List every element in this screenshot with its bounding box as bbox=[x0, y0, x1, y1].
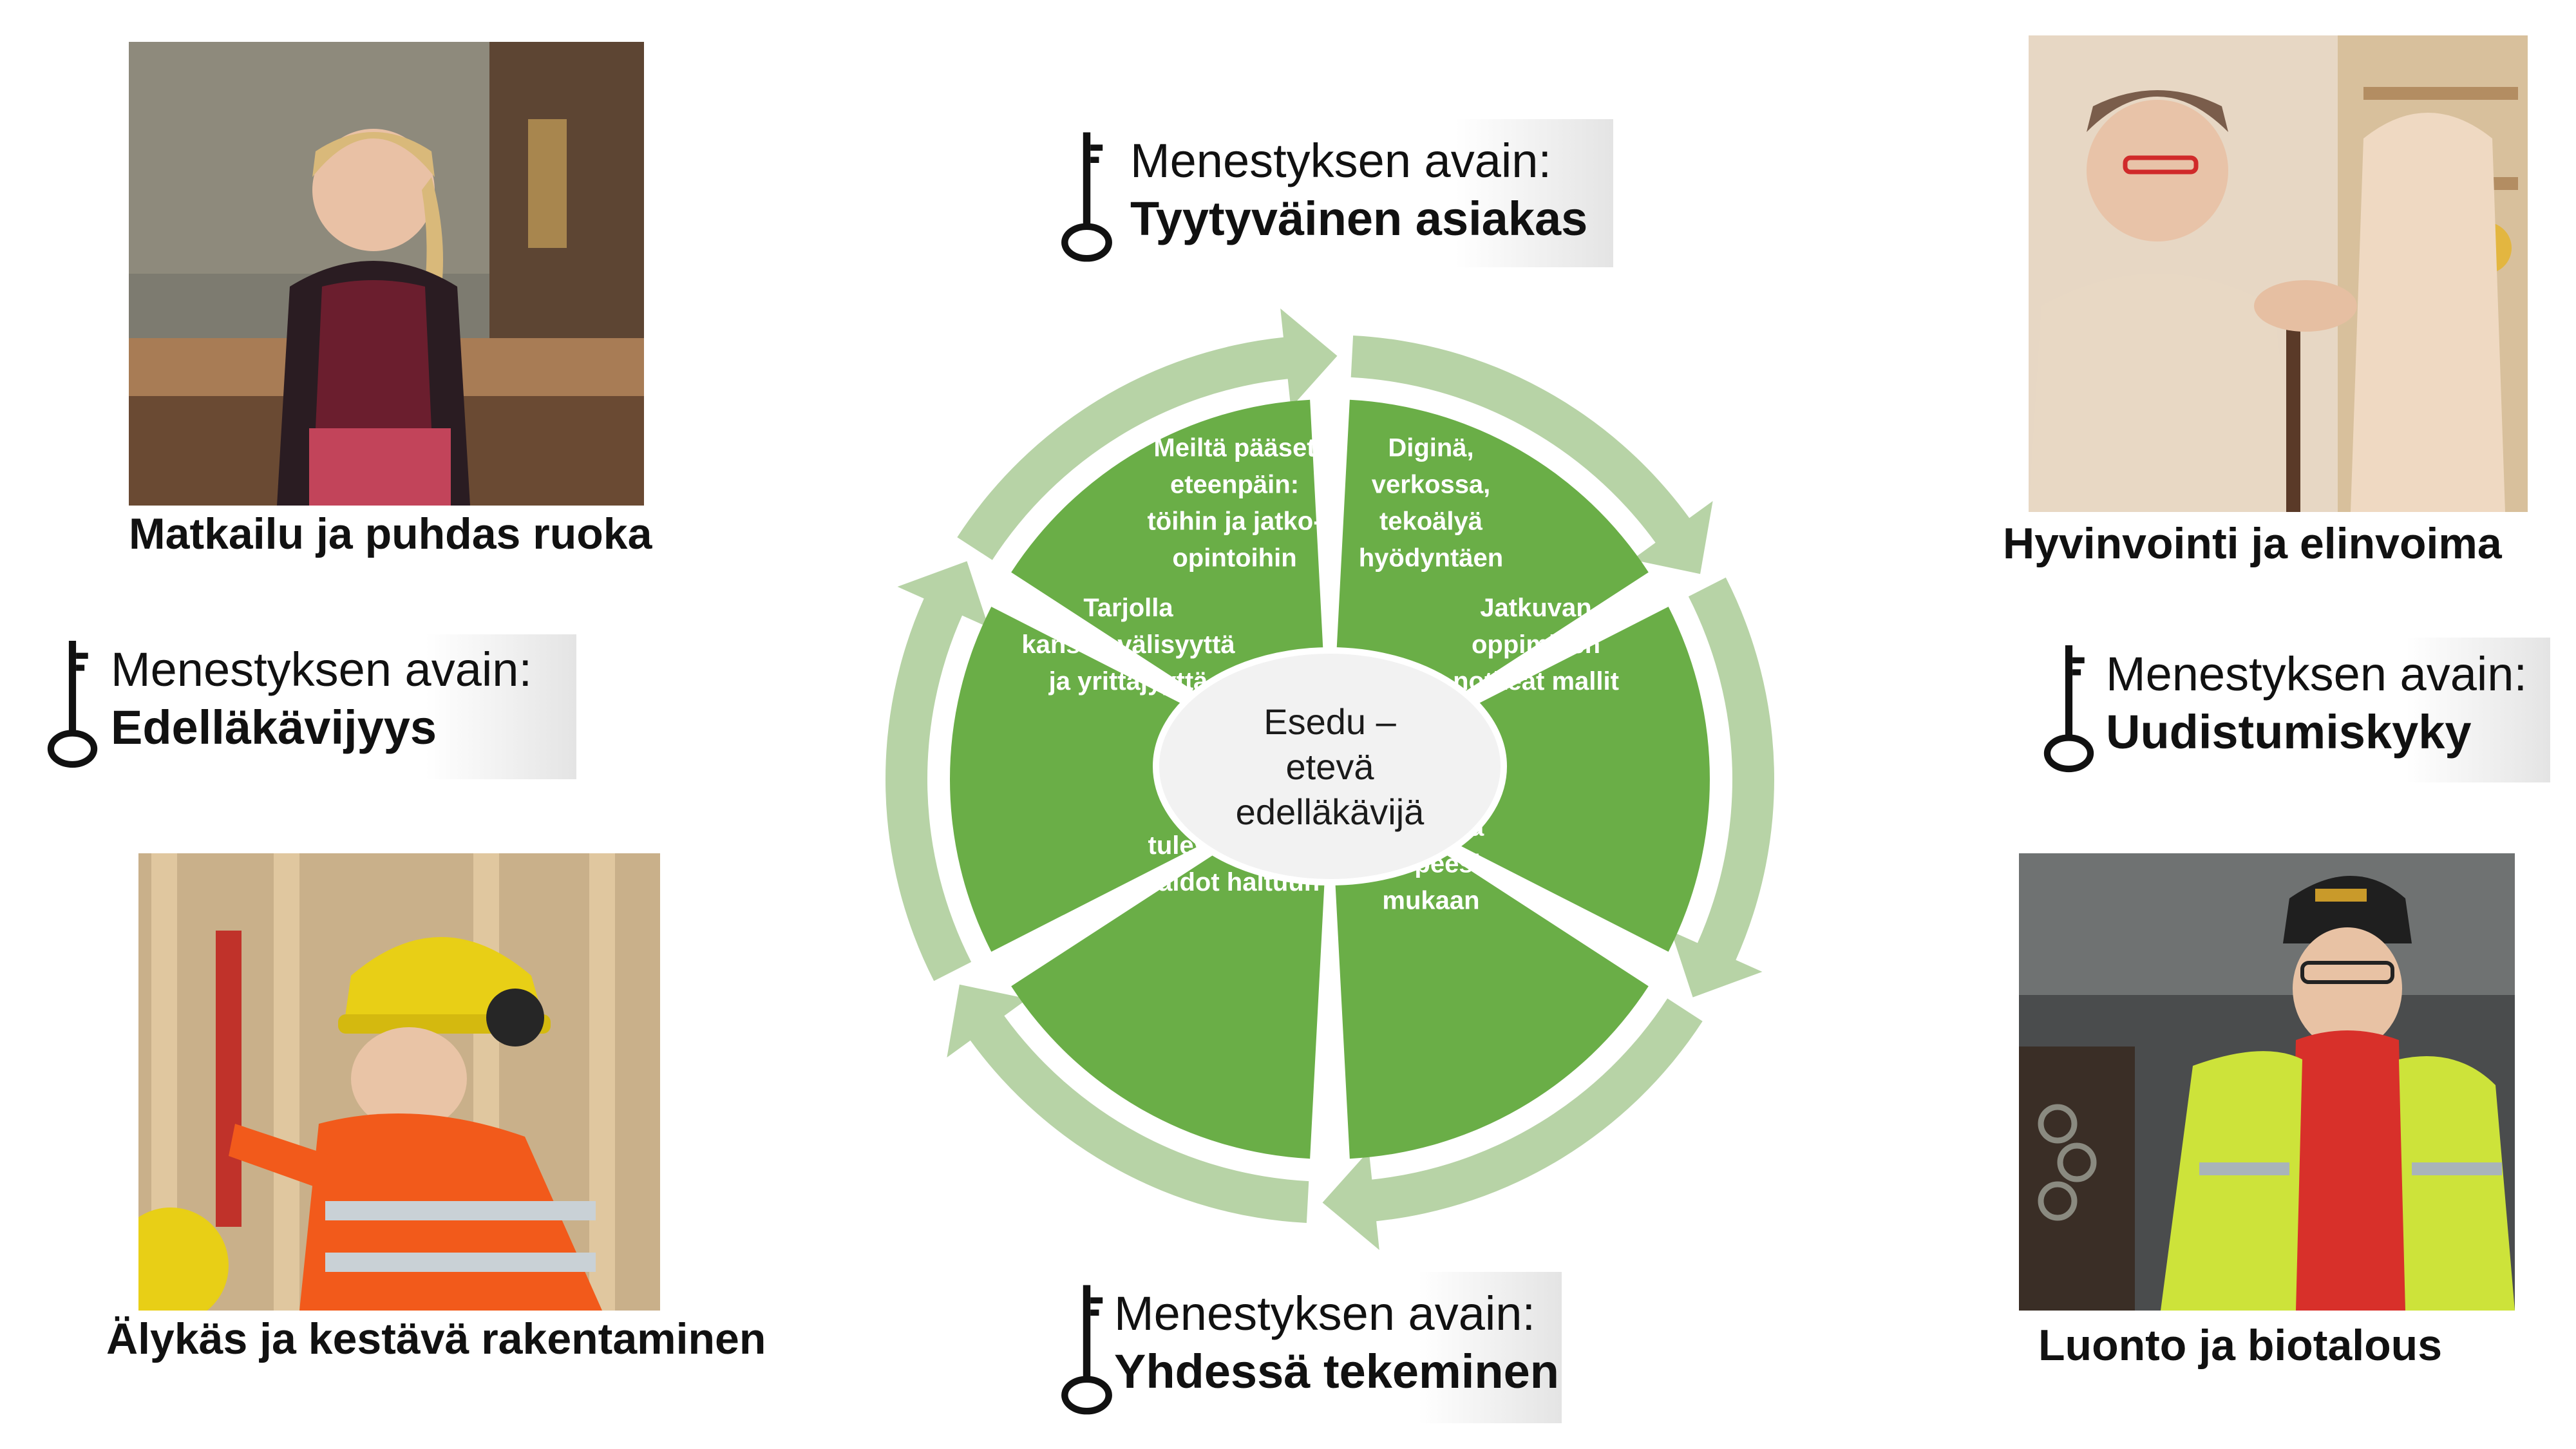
field-caption-wellbeing: Hyvinvointi ja elinvoima bbox=[2003, 519, 2502, 568]
success-key-left: Menestyksen avain: Edelläkävijyys bbox=[39, 634, 576, 779]
segment-text-line: mukaan bbox=[1382, 887, 1479, 915]
ring-arrow bbox=[947, 984, 1309, 1224]
segment-text-line: Tarjolla bbox=[1083, 594, 1173, 622]
success-key-top: Menestyksen avain: Tyytyväinen asiakas bbox=[1050, 119, 1613, 267]
center-text-line: etevä bbox=[1286, 746, 1375, 787]
key-label: Menestyksen avain: bbox=[1130, 134, 1552, 187]
key-icon bbox=[47, 641, 98, 768]
segment-text-line: verkossa, bbox=[1372, 471, 1491, 499]
success-key-right: Menestyksen avain: Uudistumiskyky bbox=[2035, 638, 2550, 782]
ring-arrow bbox=[886, 561, 989, 981]
segment-text-top-right: Diginä, verkossa, tekoälyä hyödyntäen bbox=[1359, 434, 1503, 573]
photo-caregiver-elderly bbox=[2029, 35, 2528, 512]
segment-text-line: notkeat mallit bbox=[1453, 667, 1619, 696]
center-text-line: edelläkävijä bbox=[1236, 791, 1425, 832]
segment-text-top-left: Meiltä pääset eteenpäin: töihin ja jatko-o… bbox=[1147, 434, 1321, 573]
field-caption-construction: Älykäs ja kestävä rakentaminen bbox=[106, 1314, 766, 1363]
photo-construction-worker bbox=[138, 853, 660, 1311]
center-ellipse bbox=[1153, 647, 1507, 886]
ring-arrow bbox=[957, 308, 1338, 560]
segment-bottom-right bbox=[1334, 829, 1649, 1159]
ring-arrow bbox=[1671, 577, 1774, 998]
segment-text-line: Meiltä pääset bbox=[1153, 434, 1315, 462]
segment-bottom-left bbox=[1011, 829, 1325, 1159]
key-icon bbox=[2043, 645, 2094, 773]
strategy-wheel: Meiltä pääset eteenpäin: töihin ja jatko-o… bbox=[886, 308, 1774, 1250]
segment-text-line: eteenpäin: bbox=[1170, 471, 1299, 499]
segment-text-line: Diginä, bbox=[1388, 434, 1473, 462]
key-label: Menestyksen avain: bbox=[2106, 647, 2528, 701]
center-text-line: Esedu – bbox=[1264, 701, 1396, 742]
key-value: Uudistumiskyky bbox=[2106, 705, 2472, 759]
success-key-bottom: Menestyksen avain: Yhdessä tekeminen bbox=[1050, 1272, 1562, 1423]
key-value: Edelläkävijyys bbox=[111, 701, 437, 754]
key-label: Menestyksen avain: bbox=[111, 643, 533, 696]
key-icon bbox=[1061, 132, 1112, 262]
key-label: Menestyksen avain: bbox=[1114, 1287, 1536, 1340]
segment-text-line: oppimisen bbox=[1472, 630, 1600, 659]
segment-text-line: tekoälyä bbox=[1379, 507, 1483, 536]
segment-text-line: ja yrittäjyyttä bbox=[1048, 667, 1209, 696]
segment-text-line: opintoihin bbox=[1172, 544, 1296, 573]
key-value: Yhdessä tekeminen bbox=[1114, 1345, 1559, 1398]
segment-left bbox=[950, 607, 1247, 952]
segment-top-right bbox=[1334, 399, 1649, 729]
segment-right bbox=[1413, 607, 1710, 952]
ring-arrow bbox=[1322, 998, 1703, 1250]
photo-tourism-student bbox=[129, 42, 644, 506]
key-value: Tyytyväinen asiakas bbox=[1130, 192, 1588, 245]
segment-text-line: töihin ja jatko- bbox=[1147, 507, 1321, 536]
field-caption-nature: Luonto ja biotalous bbox=[2038, 1321, 2443, 1370]
segment-text-right: Jatkuvan oppimisen notkeat mallit bbox=[1453, 594, 1619, 696]
field-caption-tourism: Matkailu ja puhdas ruoka bbox=[129, 509, 652, 558]
ring-arrow bbox=[1350, 335, 1713, 574]
photo-forestry-student bbox=[2019, 853, 2515, 1311]
segment-top-left bbox=[1011, 399, 1325, 729]
segment-text-line: kansainvälisyyttä bbox=[1021, 630, 1235, 659]
segment-text-line: Jatkuvan bbox=[1480, 594, 1591, 622]
segment-text-left: Tarjolla kansainvälisyyttä ja yrittäjyyttä bbox=[1021, 594, 1235, 696]
segment-text-line: hyödyntäen bbox=[1359, 544, 1503, 573]
key-icon bbox=[1061, 1285, 1112, 1415]
